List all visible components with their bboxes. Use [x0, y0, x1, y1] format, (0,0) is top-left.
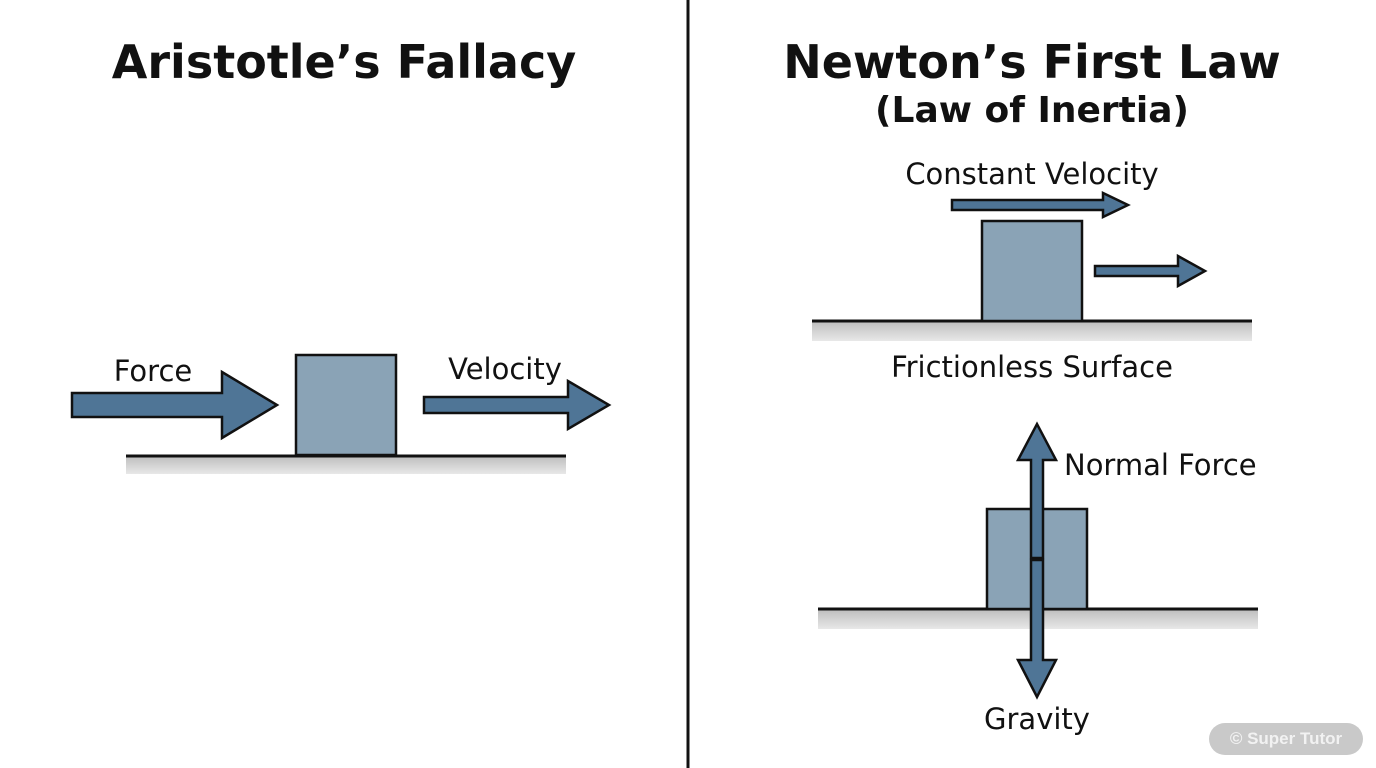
normal-force-arrow-icon: [1015, 421, 1059, 560]
frictionless-surface-label: Frictionless Surface: [891, 350, 1173, 384]
gravity-arrow-icon: [1015, 558, 1059, 700]
left-block: [294, 353, 398, 457]
left-title: Aristotle’s Fallacy: [112, 35, 576, 89]
normal-force-label: Normal Force: [1064, 448, 1257, 482]
constant-velocity-arrow-icon: [950, 191, 1131, 219]
force-arrow-icon: [70, 369, 280, 441]
constant-velocity-label: Constant Velocity: [905, 157, 1158, 191]
right-subtitle: (Law of Inertia): [875, 90, 1189, 131]
left-ground-shadow: [126, 456, 566, 474]
force-label: Force: [114, 354, 192, 388]
gravity-label: Gravity: [984, 702, 1090, 736]
frictionless-block: [980, 219, 1084, 323]
right-title: Newton’s First Law: [783, 35, 1281, 89]
frictionless-ground-shadow: [812, 321, 1252, 341]
velocity-label: Velocity: [448, 352, 562, 386]
motion-arrow-icon: [1093, 253, 1208, 289]
watermark-badge: © Super Tutor: [1209, 723, 1363, 755]
velocity-arrow-icon: [422, 378, 612, 432]
